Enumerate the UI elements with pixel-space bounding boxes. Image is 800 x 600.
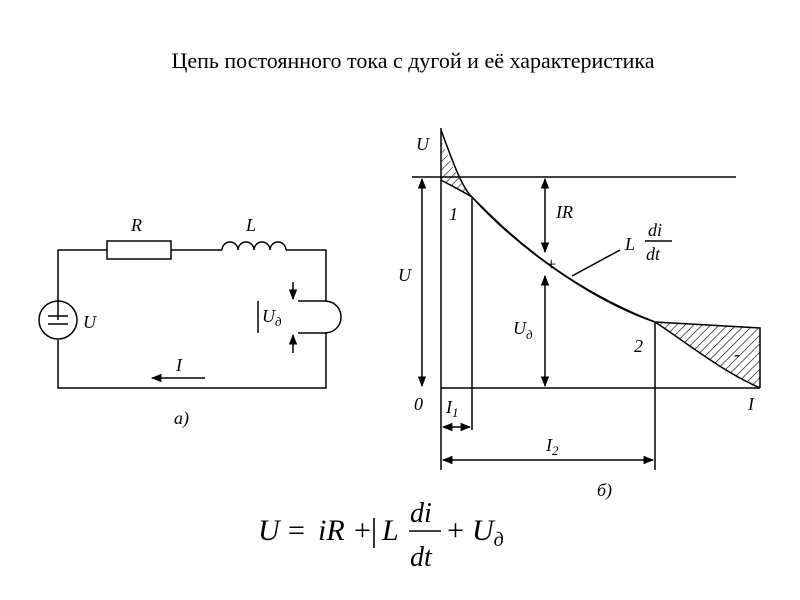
inductor-label: L [245, 215, 256, 235]
current-label: I [175, 355, 183, 375]
ud-dimension-label: Uд [513, 318, 533, 342]
graph-caption: б) [597, 480, 612, 501]
formula-plus-1: + [354, 514, 371, 547]
hatched-region-near-axis [441, 140, 472, 197]
formula-ir: iR [318, 514, 345, 547]
circuit-caption: а) [174, 408, 189, 429]
u-axis-label: U [416, 134, 430, 154]
formula-u: U [258, 514, 282, 547]
formula-plus-2: + [447, 514, 464, 547]
source-label: U [83, 312, 97, 332]
circuit-wire-top-left [57, 249, 107, 320]
origin-label: 0 [414, 394, 423, 414]
voltage-source [38, 300, 78, 340]
circuit-equation: U = iR + L di dt + Uд [258, 498, 504, 573]
ud-label: Uд [262, 306, 282, 329]
i1-label: I1 [445, 397, 459, 420]
electric-arc [325, 300, 342, 334]
circuit-wire-top-right [286, 249, 327, 301]
formula-equals: = [288, 514, 305, 547]
formula-ud: Uд [472, 514, 504, 551]
resistor-r [106, 240, 172, 260]
minus-sign: - [734, 344, 740, 364]
point-2-label: 2 [634, 336, 643, 356]
l-didt-numerator: di [648, 220, 662, 240]
page-title: Цепь постоянного тока с дугой и её харак… [171, 48, 655, 73]
hatched-region-right [655, 322, 760, 388]
i2-label: I2 [545, 435, 559, 458]
inductor-l [221, 241, 287, 251]
i-axis-label: I [747, 394, 755, 414]
formula-l: L [381, 514, 399, 547]
l-didt-pointer [571, 249, 621, 277]
resistor-label: R [130, 215, 142, 235]
circuit-wire-bottom [57, 333, 327, 389]
plus-sign: + [545, 254, 557, 274]
circuit-diagram [38, 240, 342, 389]
load-line [440, 179, 761, 388]
formula-dt: dt [410, 542, 433, 573]
ir-label: IR [555, 202, 573, 222]
l-didt-l: L [624, 234, 635, 254]
u-dimension-label: U [398, 265, 412, 285]
l-didt-denominator: dt [646, 244, 661, 264]
volt-ampere-graph: U I 0 U IR Uд 1 2 + - L di dt I1 I2 б) [398, 128, 761, 501]
point-1-label: 1 [449, 204, 458, 224]
formula-di: di [410, 498, 432, 529]
